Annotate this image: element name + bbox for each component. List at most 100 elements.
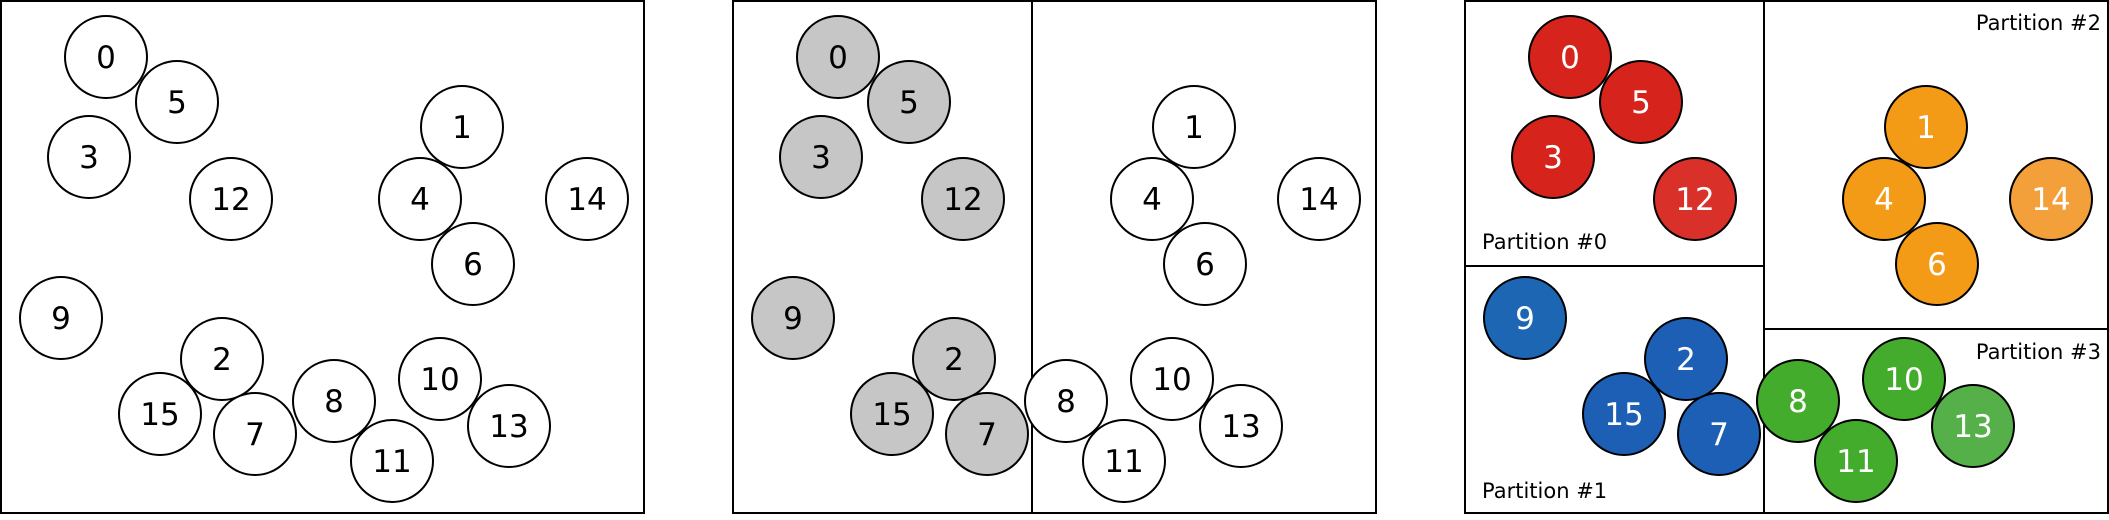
node-label: 7 xyxy=(245,417,265,453)
node-circle xyxy=(1110,157,1194,241)
node-first-split-9: 9 xyxy=(751,276,835,360)
node-label: 6 xyxy=(463,247,483,283)
node-partitions-11: 11 xyxy=(1814,419,1898,503)
node-partitions-5: 5 xyxy=(1599,60,1683,144)
node-original-13: 13 xyxy=(467,384,551,468)
node-label: 15 xyxy=(1604,397,1643,433)
node-label: 13 xyxy=(1221,409,1260,445)
node-circle xyxy=(751,276,835,360)
node-label: 2 xyxy=(212,342,232,378)
node-label: 13 xyxy=(1953,409,1992,445)
node-original-6: 6 xyxy=(431,222,515,306)
node-circle xyxy=(2009,157,2093,241)
node-first-split-1: 1 xyxy=(1152,85,1236,169)
node-label: 9 xyxy=(783,301,803,337)
node-label: 1 xyxy=(1916,110,1936,146)
node-circle xyxy=(1862,337,1946,421)
node-first-split-12: 12 xyxy=(921,157,1005,241)
node-label: 0 xyxy=(96,40,116,76)
node-partitions-7: 7 xyxy=(1677,392,1761,476)
node-partitions-12: 12 xyxy=(1653,157,1737,241)
node-circle xyxy=(180,317,264,401)
node-partitions-14: 14 xyxy=(2009,157,2093,241)
node-original-9: 9 xyxy=(19,276,103,360)
node-label: 7 xyxy=(977,417,997,453)
node-label: 15 xyxy=(872,397,911,433)
node-label: 11 xyxy=(1836,444,1875,480)
node-original-12: 12 xyxy=(189,157,273,241)
node-label: 3 xyxy=(811,140,831,176)
node-circle xyxy=(64,15,148,99)
node-label: 9 xyxy=(51,301,71,337)
node-label: 6 xyxy=(1195,247,1215,283)
node-original-10: 10 xyxy=(398,337,482,421)
node-label: 4 xyxy=(410,182,430,218)
node-label: 0 xyxy=(1560,40,1580,76)
node-circle xyxy=(1483,276,1567,360)
node-label: 5 xyxy=(167,85,187,121)
node-circle xyxy=(350,419,434,503)
node-circle xyxy=(398,337,482,421)
node-label: 4 xyxy=(1142,182,1162,218)
node-partitions-2: 2 xyxy=(1644,317,1728,401)
node-original-14: 14 xyxy=(545,157,629,241)
node-circle xyxy=(1842,157,1926,241)
node-label: 10 xyxy=(1152,362,1191,398)
node-partitions-13: 13 xyxy=(1931,384,2015,468)
node-circle xyxy=(467,384,551,468)
node-first-split-15: 15 xyxy=(850,372,934,456)
node-label: 1 xyxy=(452,110,472,146)
node-circle xyxy=(1277,157,1361,241)
node-partitions-6: 6 xyxy=(1895,222,1979,306)
node-partitions-1: 1 xyxy=(1884,85,1968,169)
node-label: 3 xyxy=(79,140,99,176)
node-label: 11 xyxy=(372,444,411,480)
partition-label-2: Partition #2 xyxy=(1976,11,2101,35)
node-partitions-9: 9 xyxy=(1483,276,1567,360)
node-circle xyxy=(1814,419,1898,503)
node-label: 5 xyxy=(1631,85,1651,121)
node-label: 8 xyxy=(1056,384,1076,420)
node-label: 12 xyxy=(1675,182,1714,218)
node-first-split-6: 6 xyxy=(1163,222,1247,306)
node-circle xyxy=(1931,384,2015,468)
node-circle xyxy=(1528,15,1612,99)
partition-label-0: Partition #0 xyxy=(1482,230,1607,254)
node-circle xyxy=(1895,222,1979,306)
node-label: 6 xyxy=(1927,247,1947,283)
node-circle xyxy=(19,276,103,360)
node-label: 11 xyxy=(1104,444,1143,480)
node-label: 10 xyxy=(420,362,459,398)
node-original-5: 5 xyxy=(135,60,219,144)
node-first-split-7: 7 xyxy=(945,392,1029,476)
node-label: 9 xyxy=(1515,301,1535,337)
node-circle xyxy=(1756,359,1840,443)
node-circle xyxy=(378,157,462,241)
node-partitions-4: 4 xyxy=(1842,157,1926,241)
node-circle xyxy=(1511,115,1595,199)
node-label: 12 xyxy=(943,182,982,218)
node-label: 4 xyxy=(1874,182,1894,218)
node-label: 12 xyxy=(211,182,250,218)
node-partitions-15: 15 xyxy=(1582,372,1666,456)
node-circle xyxy=(1653,157,1737,241)
panel-first-split-frame xyxy=(732,0,1377,514)
node-circle xyxy=(135,60,219,144)
node-circle xyxy=(1644,317,1728,401)
node-circle xyxy=(420,85,504,169)
node-circle xyxy=(921,157,1005,241)
node-first-split-8: 8 xyxy=(1024,359,1108,443)
node-circle xyxy=(796,15,880,99)
node-original-4: 4 xyxy=(378,157,462,241)
node-label: 8 xyxy=(1788,384,1808,420)
node-partitions-0: 0 xyxy=(1528,15,1612,99)
node-circle xyxy=(1582,372,1666,456)
node-original-7: 7 xyxy=(213,392,297,476)
node-label: 2 xyxy=(944,342,964,378)
node-circle xyxy=(431,222,515,306)
node-label: 14 xyxy=(2031,182,2070,218)
node-first-split-11: 11 xyxy=(1082,419,1166,503)
